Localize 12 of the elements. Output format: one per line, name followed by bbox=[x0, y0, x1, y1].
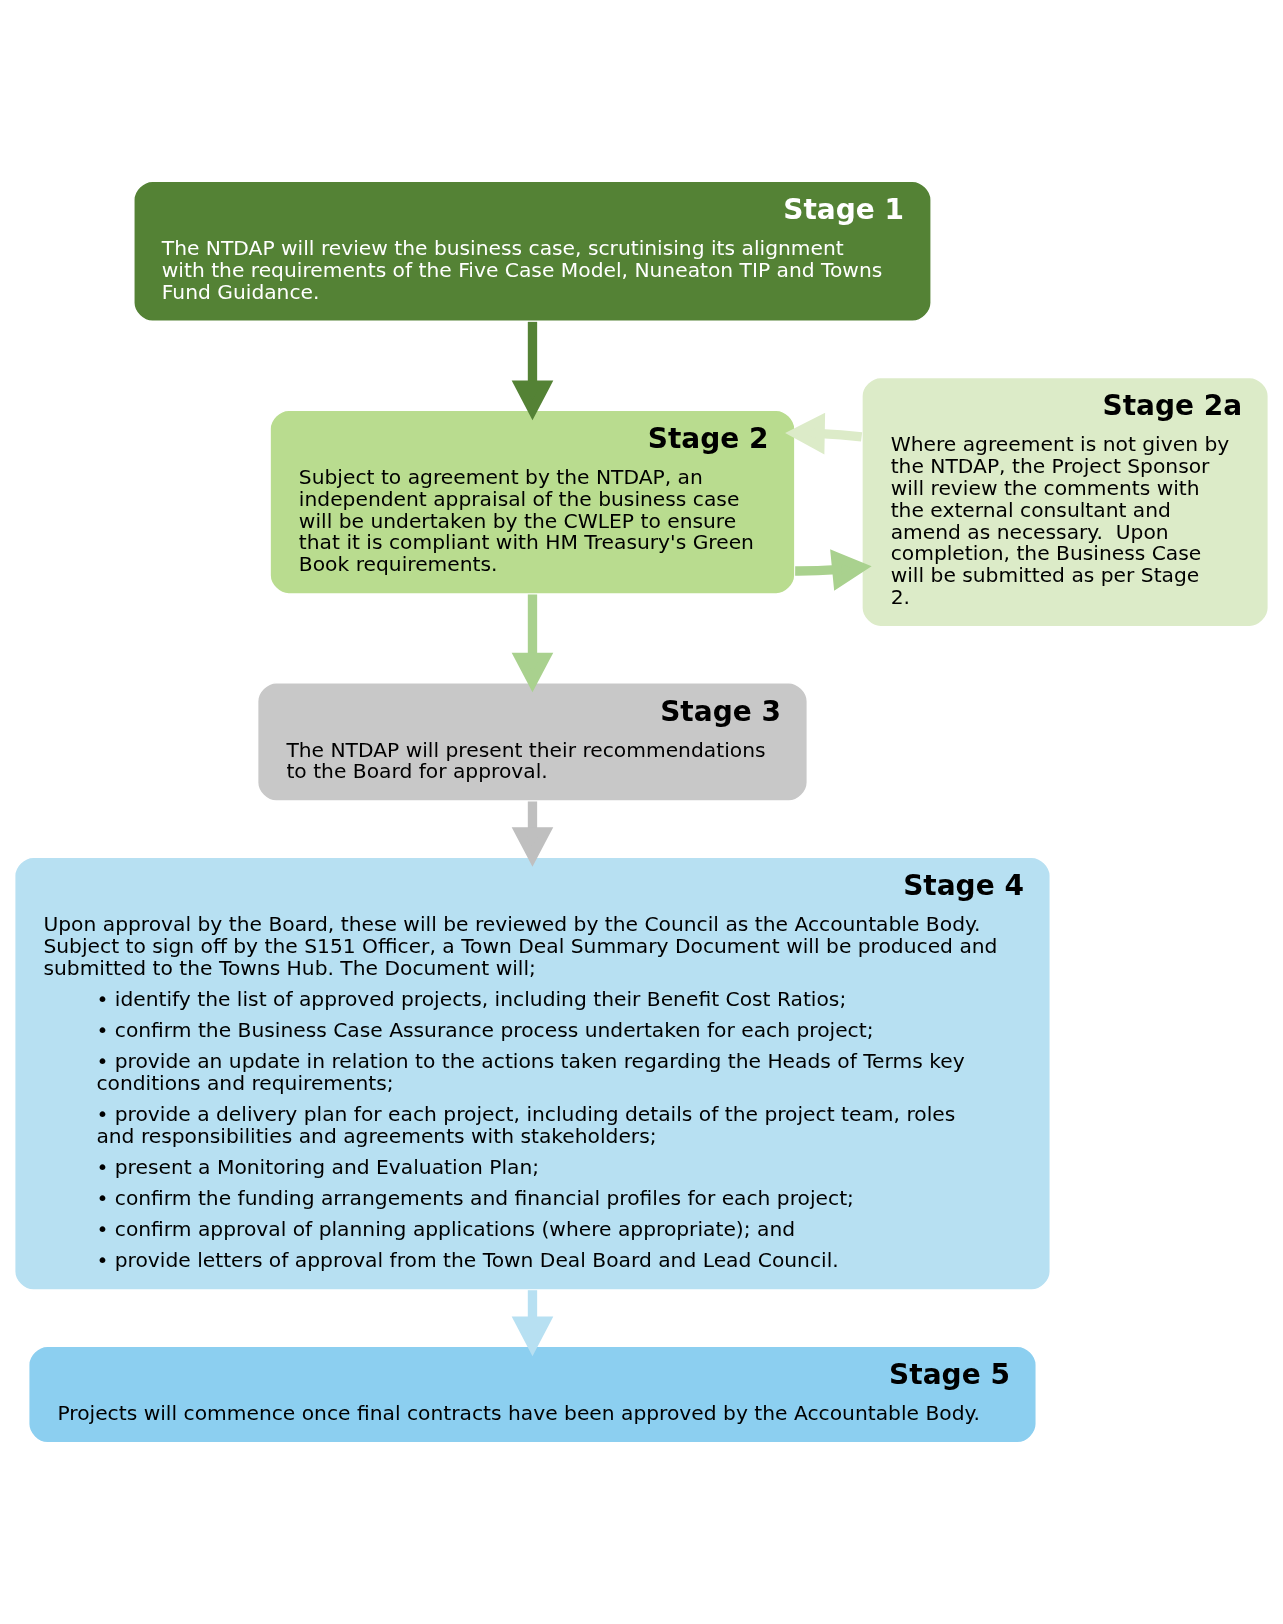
arrow bbox=[511, 594, 554, 693]
node-box: Stage 3 The NTDAP will present their recommendations to the Board for approval. bbox=[256, 681, 809, 802]
node-box: Stage 2 Subject to agreement by the NTDAP, an independent appraisal of the business case will be undertaken by the CWLEP to ensure that it is compliant with HM Treasury's Green Book requirements. bbox=[269, 409, 796, 595]
node-box: Stage 4 Upon approval by the Board, these will be reviewed by the Council as the Accountable Body. Subject to sign off by the S151 Officer, a Town Deal Summary Document will be produced and submitted to the Towns Hub. The Document will; • identify the list of approved projects, including their Benefit Cost Ratios; • confirm the Business Case Assurance process undertaken for each project; • provide an update in relation to the actions taken regarding the Heads of Terms key conditions and requirements; • provide a delivery plan for each project, including details of the project team, roles and responsibilities and agreements with stakeholders; • present a Monitoring and Evaluation Plan; • confirm the funding arrangements and financial profiles for each project; • confirm approval of planning applications (where appropriate); and • provide letters of approval from the Town Deal Board and Lead Council. bbox=[13, 856, 1052, 1291]
node-box: Stage 5 Projects will commence once final contracts have been approved by the Accountable Body. bbox=[27, 1345, 1038, 1444]
arrow bbox=[511, 801, 554, 867]
arrow bbox=[785, 412, 863, 455]
arrow bbox=[795, 549, 872, 591]
arrow bbox=[511, 321, 554, 421]
arrow bbox=[511, 1290, 554, 1357]
node-box: Stage 1 The NTDAP will review the business case, scrutinising its alignment with the requirements of the Five Case Model, Nuneaton TIP and Towns Fund Guidance. bbox=[133, 180, 932, 323]
node-box: Stage 2a Where agreement is not given by the NTDAP, the Project Sponsor will review the comments with the external consultant and amend as necessary. Upon completion, the Business Case will be submitted as per Stage 2. bbox=[861, 376, 1270, 628]
